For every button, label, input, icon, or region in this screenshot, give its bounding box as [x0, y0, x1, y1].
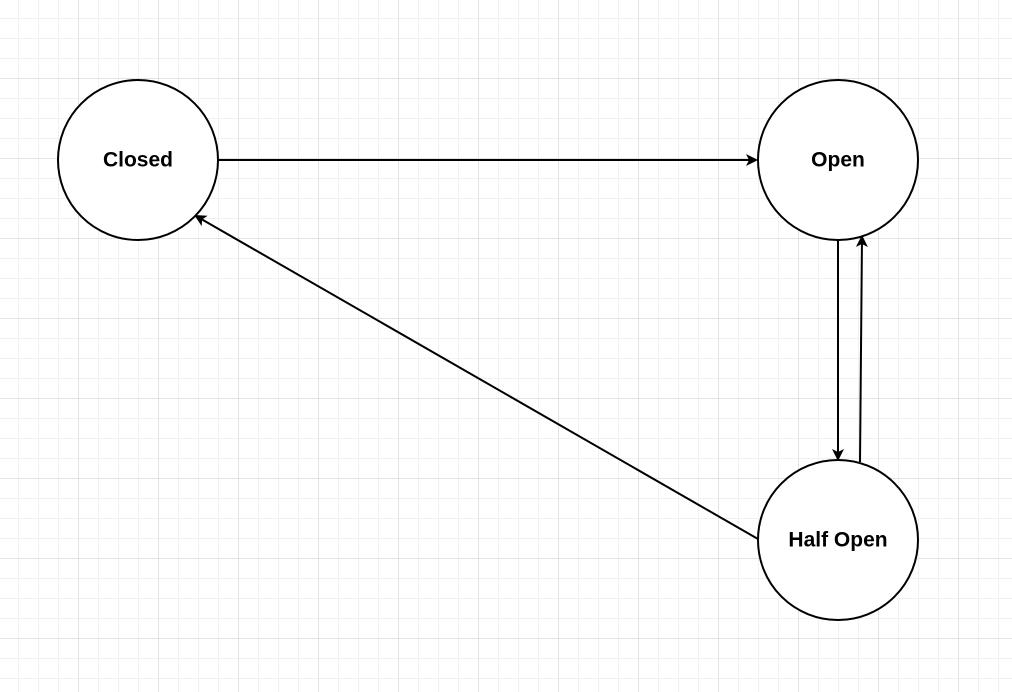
state-open-circle [757, 79, 919, 241]
state-half-open-label: Half Open [788, 529, 887, 552]
state-closed-circle [57, 79, 219, 241]
state-open-label: Open [811, 149, 865, 172]
state-half-open-circle [757, 459, 919, 621]
edge-half-open-to-open[interactable] [855, 235, 868, 463]
state-open[interactable]: Open [757, 79, 919, 241]
state-closed-label: Closed [103, 149, 173, 172]
state-closed[interactable]: Closed [57, 79, 219, 241]
state-half-open[interactable]: Half Open [757, 459, 919, 621]
edge-half-open-to-closed[interactable] [194, 215, 759, 540]
